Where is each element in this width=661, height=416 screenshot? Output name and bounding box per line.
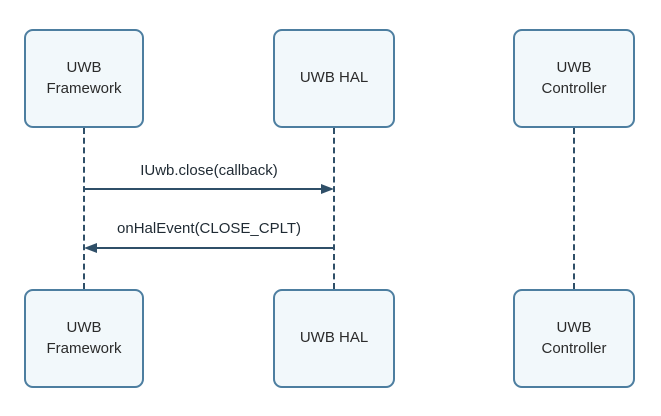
- actor-label-uwb-controller-top: UWB Controller: [541, 59, 607, 97]
- actor-label-uwb-framework-bottom: UWB Framework: [46, 319, 122, 357]
- lifeline-uwb-hal: [333, 128, 335, 289]
- actor-box-uwb-framework-top: UWB Framework: [24, 29, 144, 128]
- message-label-iuwb-close: IUwb.close(callback): [140, 162, 278, 179]
- actor-label-uwb-controller-bottom: UWB Controller: [541, 319, 607, 357]
- lifeline-uwb-controller: [573, 128, 575, 289]
- actor-label-uwb-hal-top: UWB HAL: [299, 69, 369, 87]
- actor-box-uwb-hal-top: UWB HAL: [273, 29, 395, 128]
- lifeline-uwb-framework: [83, 128, 85, 289]
- message-line-iuwb-close: [84, 188, 324, 190]
- message-label-onhalevent-close-cplt: onHalEvent(CLOSE_CPLT): [117, 220, 301, 237]
- actor-box-uwb-framework-bottom: UWB Framework: [24, 289, 144, 388]
- arrowhead-right-icon: [321, 183, 334, 194]
- actor-box-uwb-hal-bottom: UWB HAL: [273, 289, 395, 388]
- actor-label-uwb-framework-top: UWB Framework: [46, 59, 122, 97]
- arrowhead-left-icon: [84, 242, 97, 253]
- actor-box-uwb-controller-top: UWB Controller: [513, 29, 635, 128]
- actor-box-uwb-controller-bottom: UWB Controller: [513, 289, 635, 388]
- actor-label-uwb-hal-bottom: UWB HAL: [299, 329, 369, 347]
- message-line-onhalevent-close-cplt: [96, 247, 334, 249]
